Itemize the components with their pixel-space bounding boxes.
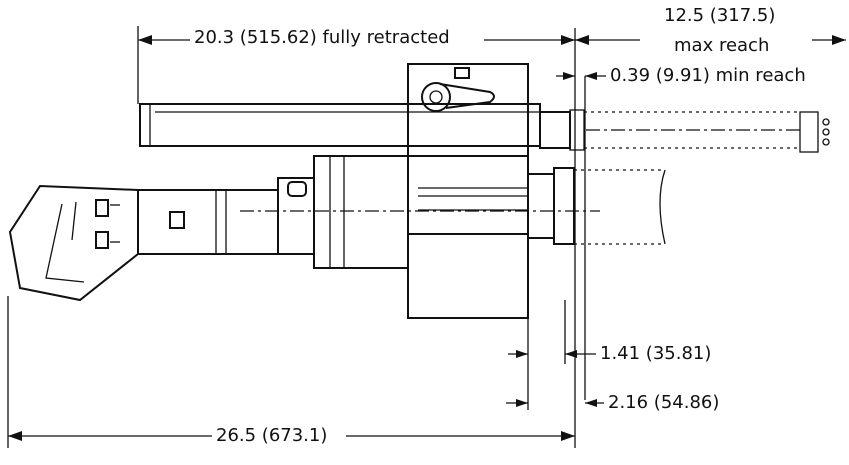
motor-body <box>137 177 315 255</box>
clamp-lever <box>421 67 495 112</box>
dimension-fully-retracted: 20.3 (515.62) fully retracted <box>194 27 450 48</box>
clamp-block <box>407 63 529 319</box>
dimension-max-reach-value: 12.5 (317.5) <box>664 5 776 26</box>
mounting-flange <box>313 155 409 269</box>
dimension-min-reach: 0.39 (9.91) min reach <box>610 65 806 86</box>
dimension-overall-length: 26.5 (673.1) <box>216 425 328 446</box>
dimension-max-reach-label: max reach <box>674 35 770 56</box>
dimension-offset-b: 2.16 (54.86) <box>608 392 720 413</box>
pistol-grip <box>8 184 139 302</box>
extension-arm <box>139 103 541 147</box>
output-socket <box>527 109 830 245</box>
dimension-offset-a: 1.41 (35.81) <box>600 343 712 364</box>
